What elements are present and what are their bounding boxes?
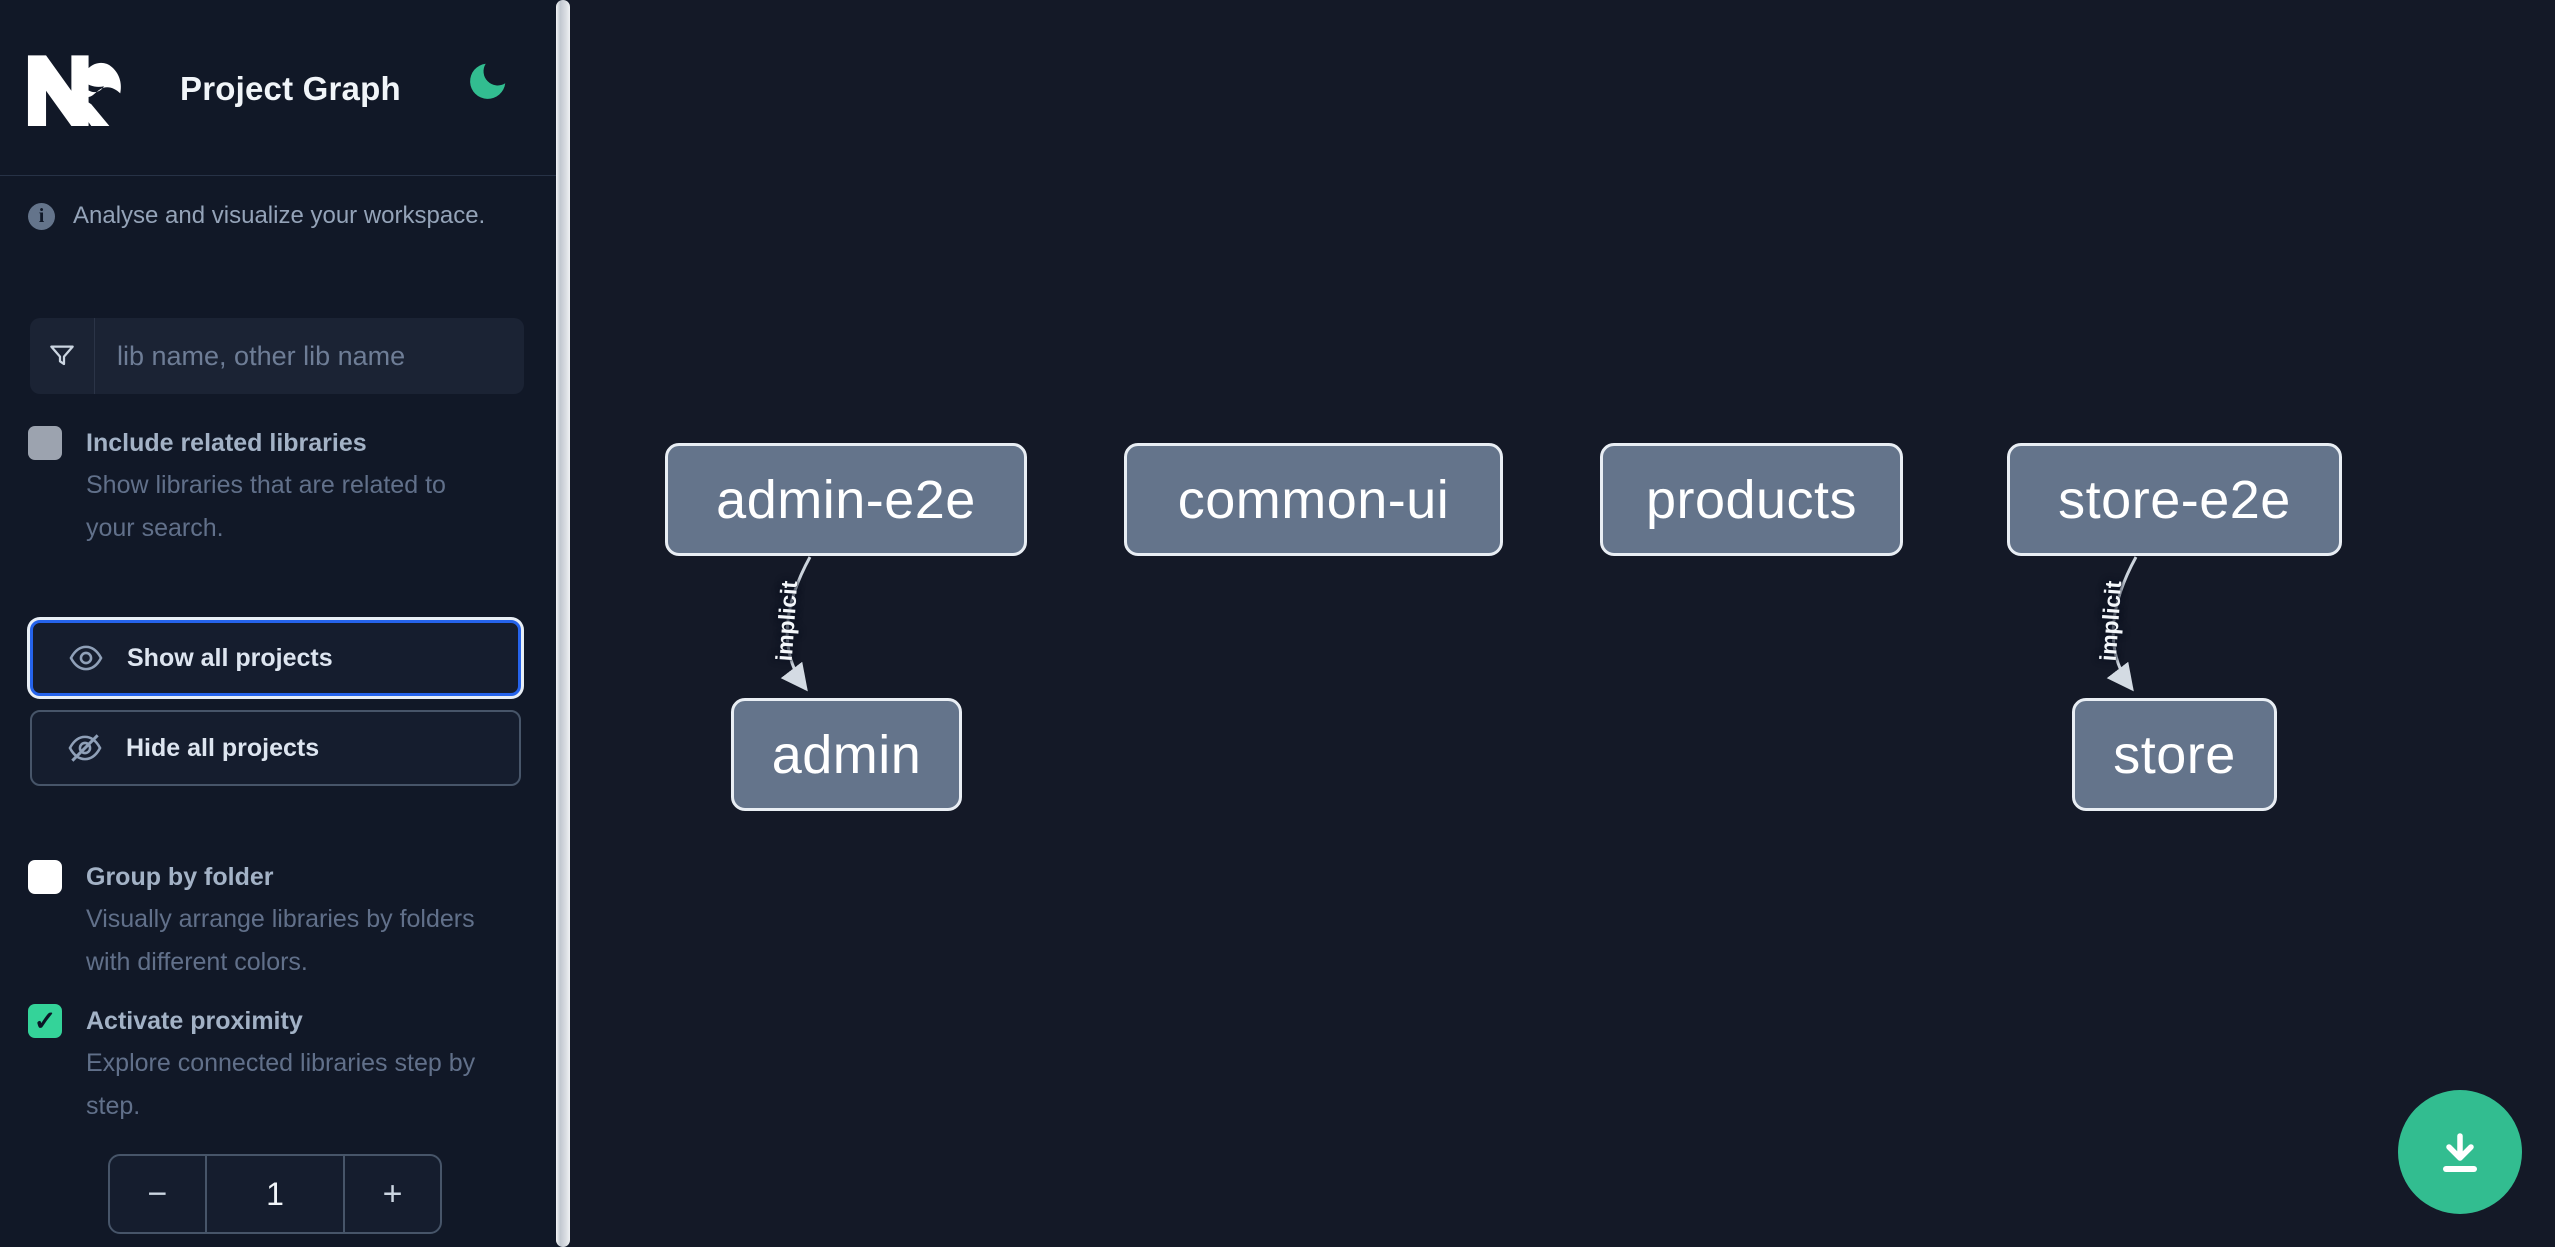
eye-icon [69, 645, 103, 671]
download-graph-button[interactable] [2398, 1090, 2522, 1214]
proximity-decrement-button[interactable]: − [110, 1156, 205, 1232]
graph-node-products[interactable]: products [1600, 443, 1903, 556]
workspace-tagline: Analyse and visualize your workspace. [73, 202, 486, 229]
graph-node-common-ui[interactable]: common-ui [1124, 443, 1503, 556]
graph-node-store[interactable]: store [2072, 698, 2277, 811]
search-box [30, 318, 524, 394]
edge-label-admin-e2e-admin: implicit [770, 579, 803, 663]
toggle-label[interactable]: Group by folder [86, 863, 274, 891]
group-by-folder-checkbox[interactable] [28, 860, 62, 894]
toggle-include-related-libraries: Include related libraries Show libraries… [28, 424, 528, 550]
show-all-projects-button[interactable]: Show all projects [30, 620, 521, 696]
show-all-projects-label: Show all projects [127, 643, 333, 672]
eye-off-icon [68, 734, 102, 762]
theme-toggle-button[interactable] [464, 58, 512, 106]
workspace-tagline-row: i Analyse and visualize your workspace. [28, 202, 485, 230]
filter-icon [30, 318, 95, 394]
activate-proximity-checkbox[interactable]: ✓ [28, 1004, 62, 1038]
download-icon [2443, 1133, 2477, 1172]
header-divider [0, 175, 556, 176]
toggle-label[interactable]: Activate proximity [86, 1007, 303, 1035]
stepper-divider [343, 1156, 346, 1232]
hide-all-projects-button[interactable]: Hide all projects [30, 710, 521, 786]
graph-node-admin[interactable]: admin [731, 698, 962, 811]
edge-label-store-e2e-store: implicit [2094, 579, 2127, 663]
toggle-description: Visually arrange libraries by folders wi… [86, 905, 475, 976]
page-title: Project Graph [180, 70, 401, 107]
sidebar-scrollbar[interactable] [556, 0, 570, 1247]
proximity-depth-value: 1 [266, 1175, 284, 1212]
toggle-label[interactable]: Include related libraries [86, 429, 367, 457]
info-icon: i [28, 202, 55, 230]
toggle-description: Explore connected libraries step by step… [86, 1049, 476, 1120]
toggle-activate-proximity: ✓ Activate proximity Explore connected l… [28, 1002, 528, 1128]
moon-icon [470, 63, 506, 99]
nx-logo [27, 55, 121, 126]
toggle-description: Show libraries that are related to your … [86, 471, 446, 542]
stepper-divider [204, 1156, 207, 1232]
hide-all-projects-label: Hide all projects [126, 733, 320, 762]
project-filter-input[interactable] [95, 318, 524, 394]
toggle-group-by-folder: Group by folder Visually arrange librari… [28, 858, 528, 984]
proximity-depth-stepper: − 1 + [108, 1154, 442, 1234]
graph-node-admin-e2e[interactable]: admin-e2e [665, 443, 1027, 556]
proximity-increment-button[interactable]: + [345, 1156, 440, 1232]
graph-node-store-e2e[interactable]: store-e2e [2007, 443, 2342, 556]
sidebar: Project Graph i Analyse and visualize yo… [0, 0, 570, 1247]
include-related-libraries-checkbox[interactable] [28, 426, 62, 460]
